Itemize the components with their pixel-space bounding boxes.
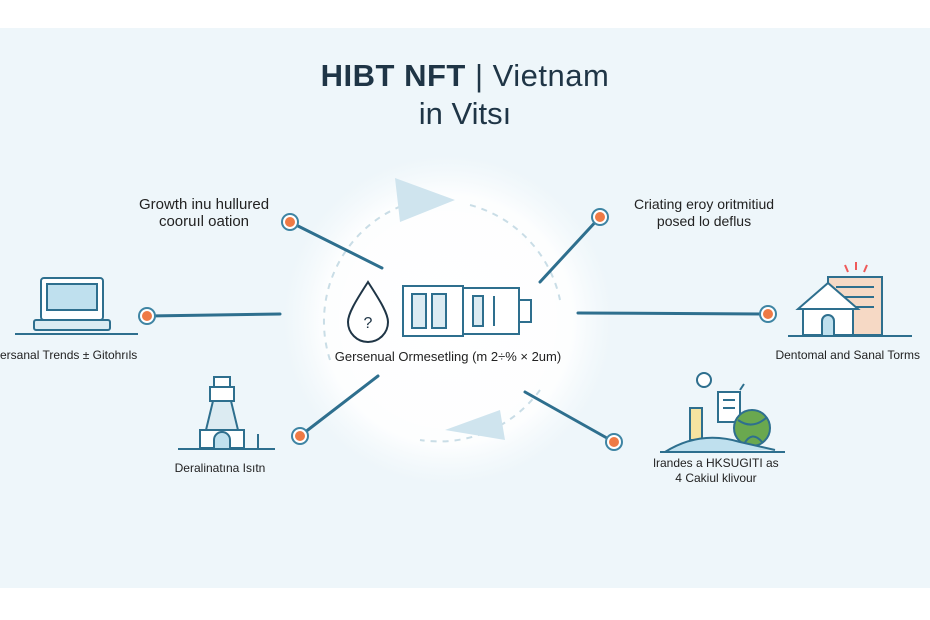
laptop-icon (15, 277, 138, 335)
cycle-arc-right (469, 204, 561, 301)
label-bottom-right-line2: 4 Cakiul klivour (675, 471, 757, 485)
node-bottom-right (607, 435, 621, 449)
cycle-arc-bottom (419, 389, 541, 443)
cycle-arc-left (322, 199, 421, 361)
node-top-right (593, 210, 607, 224)
svg-text:?: ? (364, 315, 373, 332)
house-building-icon (788, 262, 912, 337)
question-drop-icon: ? (346, 280, 390, 343)
center-label: Gersenual Ormesetling (m 2÷% × 2um) (334, 349, 562, 364)
title-separator: | (465, 58, 493, 93)
cycle-arrow-top (395, 178, 455, 222)
label-top-right-line1: Criating eroy oritmitiud (633, 196, 775, 212)
label-top-left-line1: Growth inu hullured (138, 196, 270, 213)
node-mid-left (140, 309, 154, 323)
industry-globe-icon (660, 372, 785, 453)
connector-mid-right (576, 311, 770, 316)
label-top-left: Growth inu hullured cooruıl oation (139, 196, 269, 230)
node-bottom-left (293, 429, 307, 443)
label-bottom-right-line1: lrandes a HKSUGITI as (653, 456, 779, 470)
title-brand: HIBT NFT (320, 58, 466, 93)
label-mid-left: ersanal Trends ± Gitohrıls (0, 348, 138, 362)
diagram-title: HIBT NFT | Vietnam (0, 58, 930, 94)
connector-top-left (288, 220, 384, 270)
diagram-subtitle: in Vitsı (418, 96, 512, 131)
label-top-right-line2: posed lo deflus (656, 213, 752, 229)
label-bottom-left: Deralinatına Isıtn (174, 461, 266, 475)
label-mid-right: Dentomal and Sanal Torms (775, 348, 920, 362)
connector-mid-left (146, 312, 282, 318)
cycle-arrow-bottom (445, 410, 505, 440)
node-mid-right (761, 307, 775, 321)
label-top-left-line2: cooruıl oation (158, 213, 250, 230)
label-top-right: Criating eroy oritmitiud posed lo deflus (634, 196, 774, 230)
connector-bottom-left (298, 374, 380, 438)
label-bottom-right: lrandes a HKSUGITI as 4 Cakiul klivour (653, 456, 778, 486)
connector-bottom-right (523, 390, 616, 444)
connector-top-right (538, 215, 602, 284)
node-top-left (283, 215, 297, 229)
tower-landmark-icon (178, 376, 275, 450)
server-module-icon (402, 285, 532, 337)
title-rest: Vietnam (492, 58, 610, 93)
